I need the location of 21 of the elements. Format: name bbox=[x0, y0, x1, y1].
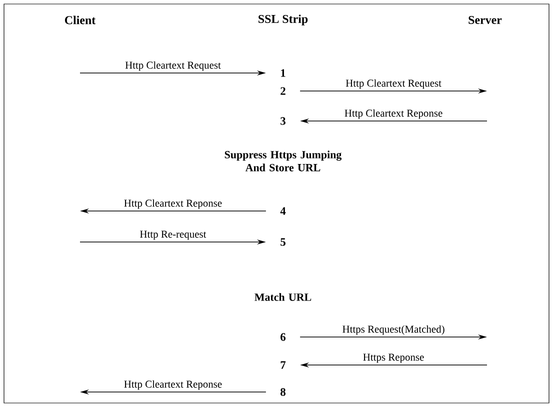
column-header: Client bbox=[64, 16, 96, 24]
edge-label: Http Cleartext Request bbox=[125, 61, 221, 71]
step-note: Match URL bbox=[254, 293, 312, 301]
edge-label: Http Re-request bbox=[140, 230, 206, 240]
edge-label: Https Request(Matched) bbox=[342, 325, 444, 335]
edge-label: Http Cleartext Reponse bbox=[344, 109, 442, 119]
step-number: 5 bbox=[280, 238, 286, 246]
edge-label: Http Cleartext Reponse bbox=[124, 199, 222, 209]
column-header: SSL Strip bbox=[258, 14, 308, 26]
step-note: Suppress Https Jumping And Store URL bbox=[224, 150, 342, 172]
edge-label: Http Cleartext Request bbox=[346, 79, 442, 89]
step-number: 4 bbox=[280, 207, 286, 215]
step-number: 6 bbox=[280, 333, 286, 341]
step-number: 8 bbox=[280, 388, 286, 396]
step-number: 1 bbox=[281, 69, 286, 77]
column-header: Server bbox=[468, 16, 502, 24]
edge-label: Http Cleartext Reponse bbox=[124, 380, 222, 390]
step-number: 3 bbox=[280, 117, 286, 125]
step-number: 2 bbox=[280, 87, 286, 95]
edge-label: Https Reponse bbox=[363, 354, 424, 363]
step-number: 7 bbox=[280, 361, 286, 369]
